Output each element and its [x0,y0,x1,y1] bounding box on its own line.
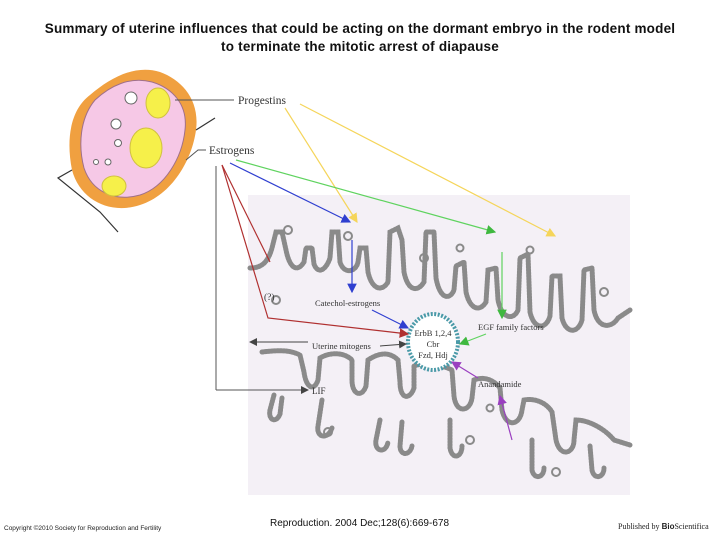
publisher-bold: Bio [661,522,675,531]
progestins-arrow-1 [284,107,358,224]
embryo-label-2: Cbr [427,339,440,349]
progestins-label: Progestins [238,95,286,107]
egf-label: EGF family factors [478,322,544,332]
progestins-arrow-2 [299,103,557,237]
anandamide-label: Anandamide [478,379,522,389]
page-title: Summary of uterine influences that could… [10,20,710,56]
catechol-arrow-embryo [371,309,410,329]
embryo-label-3: Fzd, Hdj [418,350,448,360]
question-red-path [221,164,410,338]
uterine-mitogens-label: Uterine mitogens [312,341,371,351]
gland-circles [271,225,609,477]
ovary-illustration [56,69,216,233]
title-line-2: to terminate the mitotic arrest of diapa… [221,39,499,54]
estrogens-leader [185,149,206,161]
question-label: (?) [264,292,275,303]
publisher-logo: Published by BioScientifica [618,522,709,531]
upper-epithelium [247,224,633,333]
estrogens-label: Estrogens [209,145,255,157]
estrogens-arrow-blue [229,162,352,223]
embryo-label-1: ErbB 1,2,4 [414,328,452,338]
copyright-text: Copyright ©2010 Society for Reproduction… [4,525,162,532]
catechol-label: Catechol-estrogens [315,298,380,308]
mitogens-arrow-embryo [379,340,407,349]
title-line-1: Summary of uterine influences that could… [44,21,676,36]
publisher-prefix: Published by [618,522,660,531]
anandamide-arrow-embryo [450,361,479,379]
publisher-rest: Scientifica [674,522,709,531]
lif-label: LIF [312,386,326,396]
estrogens-arrow-red [221,164,271,263]
estrogens-arrow-green [235,159,497,235]
anandamide-arrow-up [497,394,513,441]
citation-text: Reproduction. 2004 Dec;128(6):669-678 [270,518,450,529]
egf-arrow-embryo [458,333,487,346]
dormant-embryo: ErbB 1,2,4 Cbr Fzd, Hdj [406,312,460,372]
